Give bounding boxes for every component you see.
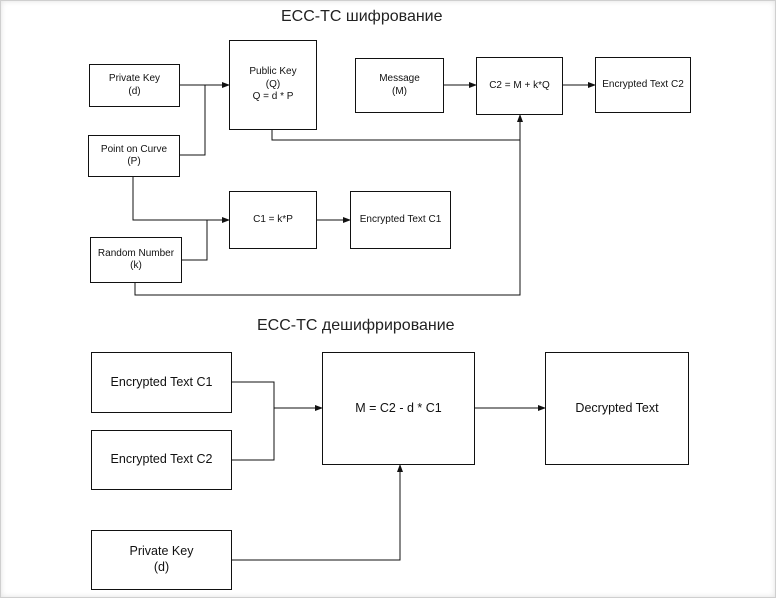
box-dec-encrypted-c2: Encrypted Text C2 bbox=[91, 430, 232, 490]
box-dec-formula: M = C2 - d * C1 bbox=[322, 352, 475, 465]
box-private-key-line1: Private Key bbox=[108, 73, 161, 84]
box-point-on-curve-line1: Point on Curve bbox=[100, 143, 168, 155]
box-random-number-line1: Random Number bbox=[97, 247, 175, 259]
box-point-on-curve-line2: (P) bbox=[127, 156, 141, 167]
box-dec-encrypted-c1-text: Encrypted Text C1 bbox=[110, 374, 213, 389]
box-random-number: Random Number (k) bbox=[90, 237, 182, 283]
connector-dec-private-key-to-formula bbox=[232, 464, 403, 561]
box-message-line1: Message bbox=[379, 73, 420, 84]
box-point-on-curve: Point on Curve (P) bbox=[88, 135, 180, 177]
box-message: Message (M) bbox=[355, 58, 444, 113]
connector-dec-c2-to-formula bbox=[232, 405, 323, 461]
box-c2-formula-text: C2 = M + k*Q bbox=[489, 79, 550, 91]
box-dec-decrypted-text: Decrypted Text bbox=[575, 400, 659, 415]
connector-dec-c1-to-formula bbox=[232, 381, 275, 408]
box-c2-formula: C2 = M + k*Q bbox=[476, 57, 563, 115]
box-public-key-line1: Public Key bbox=[249, 66, 297, 78]
box-dec-decrypted: Decrypted Text bbox=[545, 352, 689, 465]
box-dec-encrypted-c2-text: Encrypted Text C2 bbox=[110, 452, 213, 467]
box-public-key: Public Key (Q) Q = d * P bbox=[229, 40, 317, 130]
box-private-key: Private Key (d) bbox=[89, 64, 180, 107]
encryption-title: ECC-TC шифрование bbox=[281, 8, 443, 25]
box-dec-private-key: Private Key (d) bbox=[91, 530, 232, 590]
connector-random-to-c1 bbox=[182, 220, 208, 261]
box-random-number-line2: (k) bbox=[130, 260, 142, 271]
connector-random-to-c2 bbox=[134, 114, 523, 296]
box-public-key-line3: Q = d * P bbox=[252, 91, 294, 103]
box-dec-private-key-line1: Private Key bbox=[129, 544, 194, 559]
box-c1-formula-text: C1 = k*P bbox=[253, 213, 293, 225]
box-private-key-line2: (d) bbox=[128, 85, 141, 97]
decryption-title: ECC-TC дешифрирование bbox=[257, 317, 455, 334]
box-public-key-line2: (Q) bbox=[265, 78, 281, 90]
box-dec-private-key-line2: (d) bbox=[153, 560, 170, 574]
box-encrypted-c1: Encrypted Text C1 bbox=[350, 191, 451, 249]
box-encrypted-c2: Encrypted Text C2 bbox=[595, 57, 691, 113]
connector-point-to-public-key bbox=[180, 85, 206, 156]
connector-point-to-c1 bbox=[132, 177, 230, 223]
box-dec-formula-text: M = C2 - d * C1 bbox=[355, 400, 442, 415]
box-encrypted-c1-text: Encrypted Text C1 bbox=[359, 213, 442, 225]
box-dec-encrypted-c1: Encrypted Text C1 bbox=[91, 352, 232, 413]
box-encrypted-c2-text: Encrypted Text C2 bbox=[602, 78, 684, 90]
box-message-line2: (M) bbox=[392, 85, 407, 97]
box-c1-formula: C1 = k*P bbox=[229, 191, 317, 249]
connector-public-key-to-c2 bbox=[271, 130, 520, 141]
